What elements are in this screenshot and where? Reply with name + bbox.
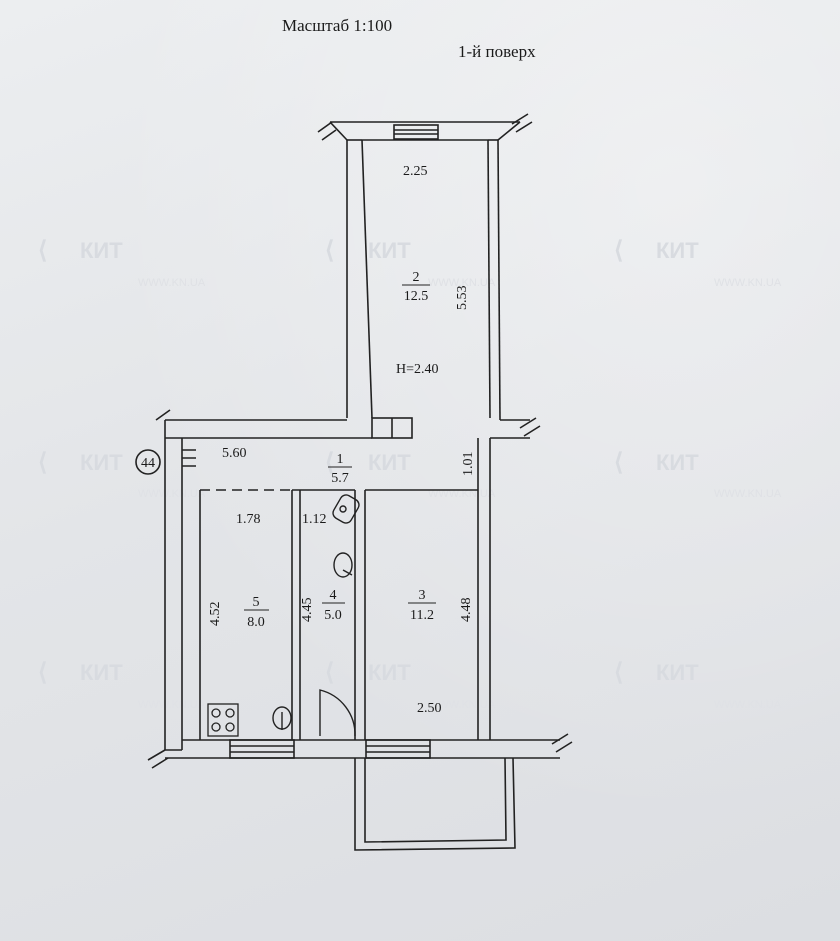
svg-text:⟨: ⟨: [38, 237, 47, 264]
svg-text:⟨: ⟨: [614, 449, 623, 476]
watermark-3: ⟨ КИТ WWW.KN.UA: [614, 237, 782, 289]
watermark-url: WWW.KN.UA: [138, 699, 206, 711]
apartment-marker: 44: [135, 449, 161, 475]
svg-text:⟨: ⟨: [614, 237, 623, 264]
room-number: 5: [253, 595, 260, 610]
watermark-7: ⟨ КИТ WWW.KN.UA: [38, 659, 206, 711]
watermark-brand: КИТ: [656, 238, 699, 263]
door-arc: [319, 689, 356, 737]
room-area: 11.2: [410, 608, 434, 623]
watermark-url: WWW.KN.UA: [428, 277, 496, 289]
watermark-5: ⟨ КИТ WWW.KN.UA: [325, 449, 496, 500]
room-number: 1: [337, 452, 344, 467]
watermark-brand: КИТ: [80, 660, 123, 685]
watermark-url: WWW.KN.UA: [714, 277, 782, 289]
watermark-group: ⟨ КИТ WWW.KN.UA ⟨ КИТ WWW.KN.UA ⟨ КИТ WW…: [38, 237, 782, 711]
watermark-url: WWW.KN.UA: [428, 699, 496, 711]
dim-top-width: 2.25: [403, 164, 428, 179]
svg-text:⟨: ⟨: [325, 659, 334, 686]
watermark-url: WWW.KN.UA: [428, 488, 496, 500]
stove-icon: [207, 703, 239, 737]
marker-number: 44: [141, 456, 155, 471]
dim-corridor-width: 5.60: [222, 446, 247, 461]
room-area: 8.0: [247, 615, 265, 630]
watermark-brand: КИТ: [80, 450, 123, 475]
room-3-label: 3 11.2: [408, 588, 436, 623]
watermark-url: WWW.KN.UA: [138, 277, 206, 289]
room-1-label: 1 5.7: [328, 452, 352, 486]
watermark-url: WWW.KN.UA: [138, 488, 206, 500]
toilet-icon: [332, 494, 360, 524]
watermark-1: ⟨ КИТ WWW.KN.UA: [38, 237, 206, 289]
svg-text:⟨: ⟨: [614, 659, 623, 686]
watermark-2: ⟨ КИТ WWW.KN.UA: [325, 237, 496, 289]
watermark-brand: КИТ: [80, 238, 123, 263]
watermark-brand: КИТ: [368, 660, 411, 685]
dim-hall-width: 1.78: [236, 512, 261, 527]
watermark-brand: КИТ: [368, 450, 411, 475]
dim-corridor-depth: 1.01: [461, 452, 476, 477]
dim-top-length: 5.53: [455, 286, 470, 311]
dim-bottom-width: 2.50: [417, 701, 442, 716]
room-area: 5.7: [331, 471, 349, 486]
scale-label: Масштаб 1:100: [282, 16, 393, 35]
dim-bath-length: 4.45: [300, 598, 315, 623]
sink-icon: [272, 706, 292, 730]
watermark-brand: КИТ: [656, 450, 699, 475]
svg-text:⟨: ⟨: [325, 449, 334, 476]
room-number: 2: [413, 270, 420, 285]
dim-bath-width: 1.12: [302, 512, 327, 527]
room-number: 3: [419, 588, 426, 603]
floor-label: 1-й поверх: [458, 42, 536, 61]
room-number: 4: [330, 588, 337, 603]
washbasin-icon: [333, 552, 353, 578]
watermark-6: ⟨ КИТ WWW.KN.UA: [614, 449, 782, 500]
dim-left-length: 4.52: [208, 602, 223, 627]
watermark-url: WWW.KN.UA: [714, 699, 782, 711]
svg-text:⟨: ⟨: [38, 659, 47, 686]
watermark-8: ⟨ КИТ WWW.KN.UA: [325, 659, 496, 711]
watermark-brand: КИТ: [656, 660, 699, 685]
room-5-label: 5 8.0: [244, 595, 269, 630]
dim-right-length: 4.48: [459, 598, 474, 623]
walls: [147, 113, 573, 851]
svg-text:⟨: ⟨: [325, 237, 334, 264]
watermark-url: WWW.KN.UA: [714, 488, 782, 500]
svg-text:⟨: ⟨: [38, 449, 47, 476]
watermark-4: ⟨ КИТ WWW.KN.UA: [38, 449, 206, 500]
room-2-label: 2 12.5: [402, 270, 430, 304]
watermark-9: ⟨ КИТ WWW.KN.UA: [614, 659, 782, 711]
room-area: 12.5: [404, 289, 429, 304]
watermark-brand: КИТ: [368, 238, 411, 263]
dim-height: H=2.40: [396, 362, 439, 377]
room-4-label: 4 5.0: [322, 588, 345, 623]
room-area: 5.0: [324, 608, 342, 623]
